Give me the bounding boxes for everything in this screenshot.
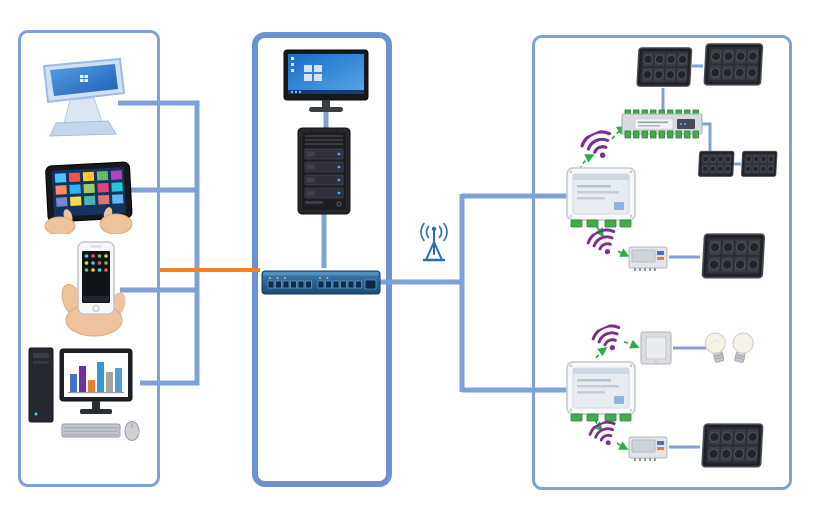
- touch-gateway-1: [562, 166, 640, 230]
- bulb-pair: [702, 328, 758, 370]
- rf-module-2: [627, 432, 669, 462]
- rf-module-1: [627, 242, 669, 272]
- touch-kiosk: [36, 56, 128, 140]
- led-floodlight-c: [698, 232, 768, 282]
- led-floodlight-d: [698, 422, 766, 471]
- led-floodlight-a1: [633, 46, 695, 90]
- tablet: [42, 158, 136, 234]
- ethernet-switch: [261, 266, 381, 298]
- led-floodlight-b1: [696, 150, 736, 179]
- display-monitor: [282, 48, 370, 116]
- wireless-antenna-icon: [416, 222, 452, 266]
- tower-server: [294, 126, 354, 216]
- touch-gateway-2: [562, 360, 640, 424]
- led-floodlight-a2: [700, 42, 766, 89]
- desktop-pc: [26, 344, 146, 446]
- wall-control-box: [639, 330, 673, 366]
- field-wired-links: [661, 64, 741, 449]
- lighting-controller: [621, 108, 703, 140]
- smartphone: [52, 238, 130, 338]
- wired-links: [118, 100, 578, 393]
- led-floodlight-b2: [739, 150, 779, 179]
